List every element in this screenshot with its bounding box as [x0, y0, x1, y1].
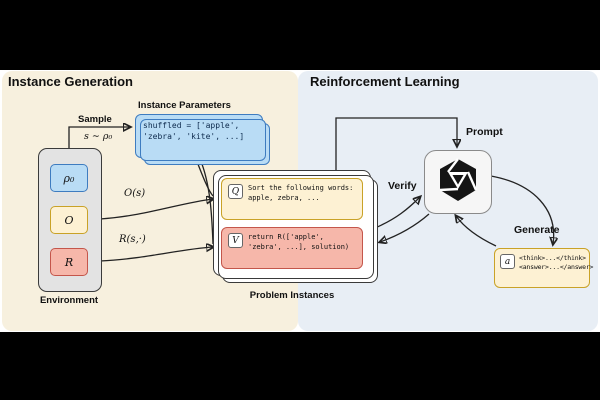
environment-box: ρ₀ O R: [38, 148, 102, 292]
answer-text: <think>...</think> <answer>...</answer>: [519, 254, 593, 272]
hexagon-knot-logo-icon: [436, 156, 480, 209]
question-badge: Q: [228, 184, 243, 199]
instance-parameters-code-line2: 'zebra', 'kite', ...]: [143, 131, 245, 141]
question-instance-row: Q Sort the following words: apple, zebra…: [221, 178, 363, 220]
prompt-label: Prompt: [466, 126, 503, 138]
sample-label: Sample: [78, 114, 112, 125]
environment-label: Environment: [39, 295, 99, 306]
answer-box: a <think>...</think> <answer>...</answer…: [494, 248, 593, 288]
question-text-line2: apple, zebra, ...: [248, 193, 320, 202]
instance-generation-title: Instance Generation: [8, 74, 133, 89]
sample-math-label: s ∼ ρ₀: [84, 131, 113, 142]
reward-function-box: R: [50, 248, 88, 276]
verify-label: Verify: [388, 180, 417, 192]
verifier-text: return R(['apple', 'zebra', ...], soluti…: [248, 233, 349, 253]
policy-model-box: [424, 150, 492, 214]
question-text: Sort the following words: apple, zebra, …: [248, 184, 353, 204]
answer-text-line2: <answer>...</answer>: [519, 263, 594, 272]
instance-parameters-title: Instance Parameters: [138, 100, 231, 111]
instance-parameters-card: shuffled = ['apple', 'zebra', 'kite', ..…: [135, 114, 263, 158]
observation-function-box: O: [50, 206, 88, 234]
generate-label: Generate: [514, 224, 560, 236]
verifier-text-line2: 'zebra', ...], solution): [248, 242, 350, 251]
instance-parameters-code-line1: shuffled = ['apple',: [143, 121, 240, 130]
problem-instances-label: Problem Instances: [249, 290, 335, 301]
reward-arrow-label: R(s,·): [119, 234, 146, 245]
verifier-text-line1: return R(['apple',: [248, 233, 324, 241]
initial-state-distribution-box: ρ₀: [50, 164, 88, 192]
problem-instances-card: Q Sort the following words: apple, zebra…: [213, 170, 371, 276]
figure-canvas: Instance Generation Reinforcement Learni…: [0, 70, 600, 332]
reinforcement-learning-title: Reinforcement Learning: [310, 74, 460, 89]
question-text-line1: Sort the following words:: [248, 184, 354, 192]
observation-arrow-label: O(s): [124, 188, 146, 199]
answer-badge: a: [500, 254, 515, 269]
answer-text-line1: <think>...</think>: [519, 254, 586, 262]
verifier-badge: V: [228, 233, 243, 248]
verifier-instance-row: V return R(['apple', 'zebra', ...], solu…: [221, 227, 363, 269]
